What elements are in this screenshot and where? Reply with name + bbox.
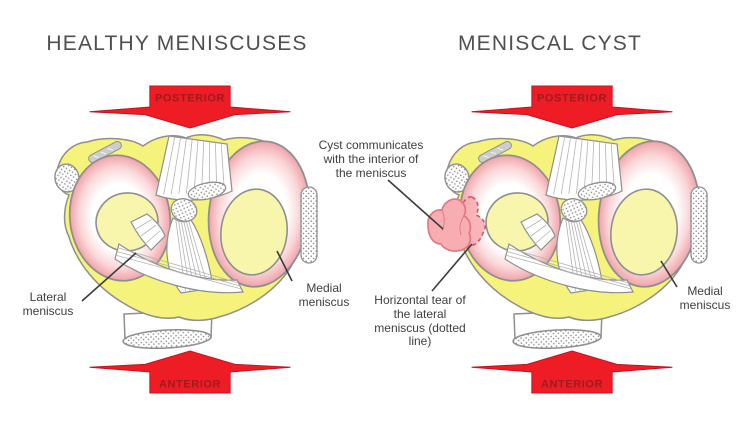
posterior-arrow-label: POSTERIOR xyxy=(537,92,607,104)
healthy-knee-illustration xyxy=(35,130,335,360)
knee-superior-view xyxy=(427,134,708,350)
anterior-arrow-label: ANTERIOR xyxy=(159,378,221,390)
ligament-attachment-node xyxy=(187,181,227,201)
medial-collateral-ligament xyxy=(300,186,318,264)
anterior-arrow-left: ANTERIOR xyxy=(89,350,291,394)
posterior-arrow-right: POSTERIOR xyxy=(471,85,673,129)
anterior-arrow-shape xyxy=(89,350,291,394)
posterior-arrow-shape xyxy=(89,85,291,129)
medial-collateral-ligament xyxy=(690,186,708,264)
cruciate-ligaments xyxy=(114,135,244,294)
medial-meniscus xyxy=(597,140,701,288)
lateral-meniscus-label: Lateral meniscus xyxy=(22,290,74,318)
ligament-attachment-node xyxy=(170,198,198,222)
fibular-attachment-node xyxy=(54,163,80,193)
cyst-annotation-label: Cyst communicates with the interior of t… xyxy=(318,138,424,180)
posterior-arrow-label: POSTERIOR xyxy=(155,92,225,104)
horizontal-tear-label: Horizontal tear of the lateral meniscus … xyxy=(374,293,466,349)
medial-meniscus xyxy=(207,140,311,288)
lateral-meniscus xyxy=(68,154,172,282)
ligament-attachment-node xyxy=(577,181,617,201)
ligament-attachment-node xyxy=(560,198,588,222)
meniscal-cyst xyxy=(427,198,472,252)
posterior-arrow-left: POSTERIOR xyxy=(89,85,291,129)
meniscal-cyst-knee-illustration xyxy=(425,130,725,360)
anterior-arrow-shape xyxy=(471,350,673,394)
anterior-arrow-right: ANTERIOR xyxy=(471,350,673,394)
fibular-attachment-node xyxy=(444,163,470,193)
medial-meniscus-label-left: Medial meniscus xyxy=(298,281,350,309)
knee-superior-view xyxy=(54,134,318,350)
posterior-arrow-shape xyxy=(471,85,673,129)
right-panel-title: MENISCAL CYST xyxy=(457,32,643,55)
medial-meniscus-label-right: Medial meniscus xyxy=(679,284,731,312)
anterior-arrow-label: ANTERIOR xyxy=(541,378,603,390)
left-panel-title: HEALTHY MENISCUSES xyxy=(46,32,308,55)
cruciate-ligaments xyxy=(504,135,634,294)
